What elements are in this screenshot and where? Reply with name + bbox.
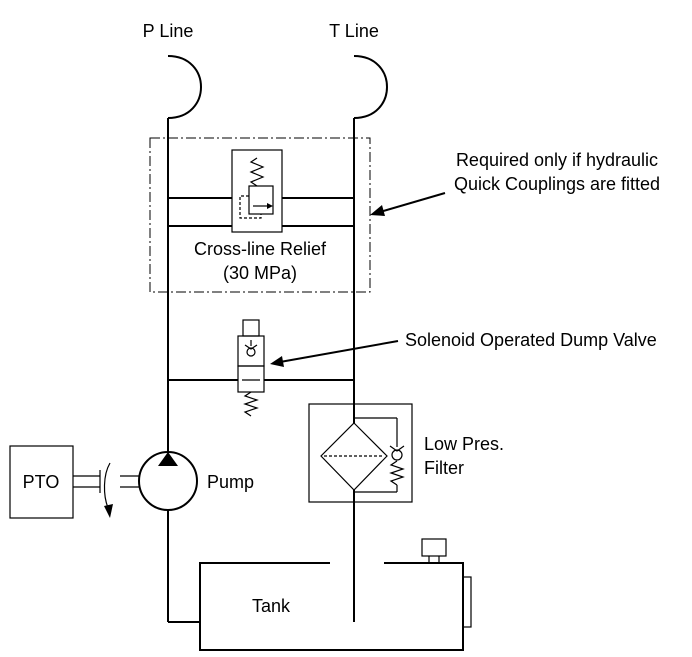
relief-valve-symbol [231,149,283,233]
low-pressure-filter-symbol [308,403,413,503]
t-line-quick-coupling [353,55,388,119]
relief-label-line1: Cross-line Relief [194,239,327,259]
p-line-label: P Line [143,21,194,41]
dump-valve-arrow [270,340,399,367]
pto-label: PTO [23,472,60,492]
note-arrow [370,192,446,216]
note-label-line2: Quick Couplings are fitted [454,174,660,194]
dump-valve-label: Solenoid Operated Dump Valve [405,330,657,350]
t-line-label: T Line [329,21,379,41]
pto-box [9,445,74,519]
tank-symbol [199,538,472,651]
pump-symbol [138,451,198,511]
rotation-arrow-icon [103,462,113,518]
filter-label-line1: Low Pres. [424,434,504,454]
pto-drive-shaft [73,470,139,493]
pump-label: Pump [207,472,254,492]
p-line-quick-coupling [167,55,202,119]
p-line-pipe [167,118,200,623]
relief-label-line2: (30 MPa) [223,263,297,283]
tank-label: Tank [252,596,291,616]
note-label-line1: Required only if hydraulic [456,150,658,170]
solenoid-dump-valve-symbol [237,319,265,417]
filter-label-line2: Filter [424,458,464,478]
